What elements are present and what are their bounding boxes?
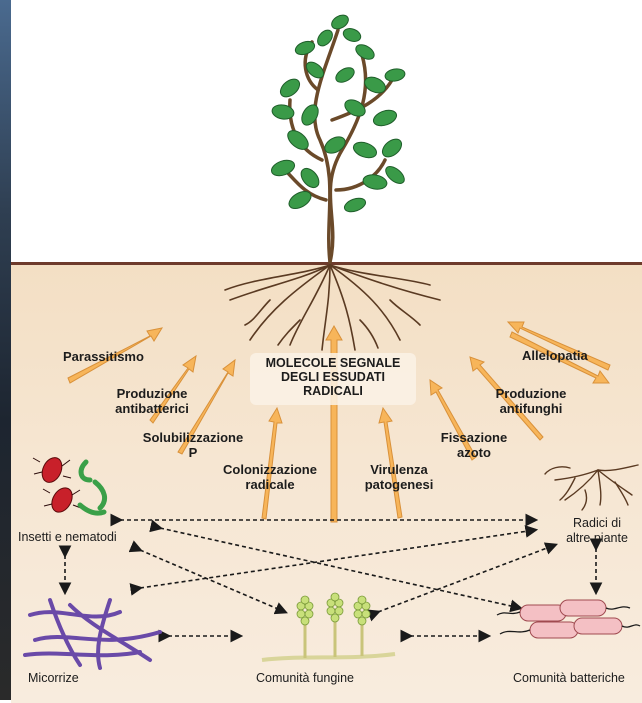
label-radici-altre-piante: Radici di altre piante xyxy=(552,516,642,546)
label-micorrize: Micorrize xyxy=(28,671,79,686)
label-produzione-antibatterici: Produzione antibatterici xyxy=(106,386,198,416)
label-virulenza: Virulenza patogenesi xyxy=(350,462,448,492)
label-line: altre piante xyxy=(552,531,642,546)
other-plant-roots-icon xyxy=(545,465,638,510)
label-colonizzazione: Colonizzazione radicale xyxy=(210,462,330,492)
label-line: P xyxy=(130,445,256,460)
center-title: MOLECOLE SEGNALE DEGLI ESSUDATI RADICALI xyxy=(250,356,416,398)
label-line: Radici di xyxy=(552,516,642,531)
label-produzione-antifunghi: Produzione antifunghi xyxy=(482,386,580,416)
center-title-line1: MOLECOLE SEGNALE xyxy=(250,356,416,370)
bacterial-communities-icon xyxy=(497,600,640,638)
label-allelopatia: Allelopatia xyxy=(522,348,588,363)
label-line: radicale xyxy=(210,477,330,492)
label-line: antibatterici xyxy=(106,401,198,416)
label-parassitismo: Parassitismo xyxy=(63,349,144,364)
label-fissazione: Fissazione azoto xyxy=(430,430,518,460)
fungal-communities-icon xyxy=(262,593,395,660)
insects-nematodes-icon xyxy=(33,454,105,515)
label-insetti-nematodi: Insetti e nematodi xyxy=(18,530,117,545)
mycorrhizae-icon xyxy=(25,600,160,668)
label-comunita-batteriche: Comunità batteriche xyxy=(513,671,625,686)
label-comunita-fungine: Comunità fungine xyxy=(256,671,354,686)
label-line: antifunghi xyxy=(482,401,580,416)
label-line: Colonizzazione xyxy=(210,462,330,477)
organism-links xyxy=(65,520,596,636)
center-title-line2: DEGLI ESSUDATI xyxy=(250,370,416,384)
label-line: patogenesi xyxy=(350,477,448,492)
label-line: Produzione xyxy=(482,386,580,401)
label-line: azoto xyxy=(430,445,518,460)
label-line: Produzione xyxy=(106,386,198,401)
label-line: Solubilizzazione xyxy=(130,430,256,445)
leaves xyxy=(269,12,407,214)
label-line: Fissazione xyxy=(430,430,518,445)
label-line: Virulenza xyxy=(350,462,448,477)
center-title-line3: RADICALI xyxy=(250,384,416,398)
label-solubilizzazione: Solubilizzazione P xyxy=(130,430,256,460)
